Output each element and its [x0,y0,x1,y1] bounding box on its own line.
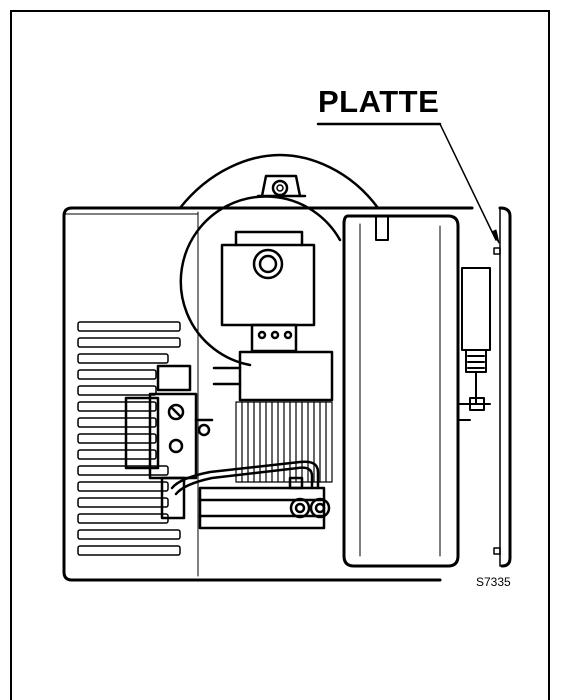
callout-leader [316,122,500,244]
figure-frame [10,10,550,700]
ventilation-slots [77,321,181,556]
photocell-sensor [459,267,491,421]
mounting-plate [493,206,512,568]
oil-pump-valve [124,364,214,520]
callout-label: PLATTE [318,84,440,119]
motor [179,195,342,402]
oil-line [170,460,320,496]
figure-code: S7335 [476,575,511,589]
fan-housing-dome [178,153,380,210]
ignition-cover [342,214,460,568]
pump-block [198,476,331,530]
burner-housing [62,206,474,582]
